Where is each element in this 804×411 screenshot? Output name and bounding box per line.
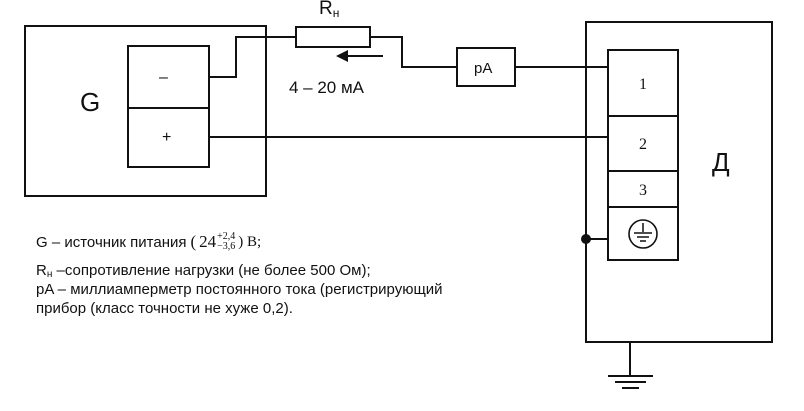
legend-resistor-sub: н: [46, 269, 53, 280]
generator-box: [24, 25, 267, 197]
ammeter-label: pA: [474, 60, 492, 77]
wire-resistor-to-ammeter: [370, 36, 457, 68]
legend-resistor-text: –сопротивление нагрузки (не более 500 Ом…: [52, 262, 371, 279]
legend-generator-tolerance: +2,4 −3,6: [217, 232, 235, 252]
minus-label: –: [159, 69, 168, 86]
generator-terminal-block: [127, 45, 210, 168]
legend-generator-sub: −3,6: [217, 241, 236, 252]
device-label: Д: [712, 147, 730, 177]
terminal-2-label: 2: [639, 136, 647, 153]
terminal-1-label: 1: [639, 76, 647, 93]
device-box: [585, 21, 773, 343]
legend-ammeter-line-1: pA – миллиамперметр постоянного тока (ре…: [36, 281, 443, 298]
legend-generator-text: G – источник питания: [36, 233, 187, 251]
plus-label: +: [162, 129, 171, 146]
wire-minus-to-resistor: [209, 36, 296, 78]
current-arrow-head: [336, 50, 348, 62]
legend-generator: G – источник питания ( 24 +2,4 −3,6 ) В;: [36, 232, 261, 252]
legend-generator-sup: +2,4: [217, 231, 236, 242]
device-terminal-block: [607, 49, 679, 261]
legend-generator-unit: ) В;: [238, 233, 262, 250]
legend-resistor: Rн –сопротивление нагрузки (не более 500…: [36, 262, 371, 280]
current-label: 4 – 20 мА: [289, 78, 365, 97]
terminal-3-label: 3: [639, 182, 647, 199]
generator-label: G: [80, 87, 100, 117]
ground-junction-dot: [581, 234, 591, 244]
legend-resistor-symbol: R: [36, 262, 47, 279]
legend-ammeter-line-2: прибор (класс точности не хуже 0,2).: [36, 300, 293, 317]
legend-generator-base: 24: [199, 232, 217, 251]
ground-terminal-circle: [628, 219, 658, 249]
legend-generator-paren: (: [190, 232, 197, 251]
resistor-label: Rн: [319, 0, 339, 20]
resistor: [295, 26, 371, 48]
